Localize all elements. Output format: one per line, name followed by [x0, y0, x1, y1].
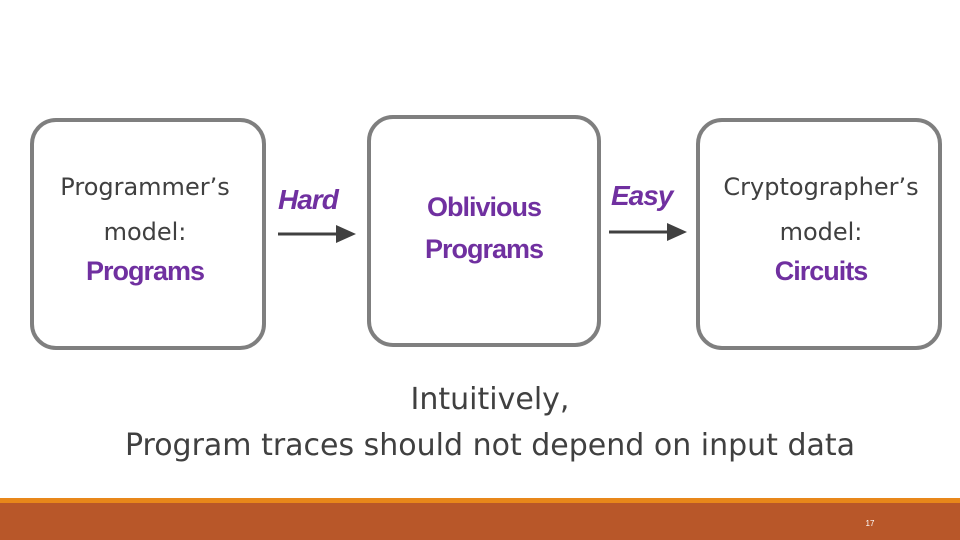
oblivious-label: Oblivious — [426, 192, 542, 222]
hard-label: Hard — [278, 184, 339, 215]
programmers-model-label-suffix: model: — [103, 218, 187, 246]
caption-main: Program traces should not depend on inpu… — [124, 428, 856, 463]
oblivious-programs-label: Programs — [424, 234, 544, 264]
oblivious-programs-box — [367, 115, 601, 347]
programmers-model-box — [30, 118, 266, 350]
programs-label: Programs — [85, 256, 205, 286]
page-number: 17 — [865, 519, 875, 528]
cryptographers-model-label: Cryptographer’s — [723, 173, 919, 201]
footer-accent-line — [0, 498, 960, 503]
circuits-label: Circuits — [774, 256, 869, 286]
easy-label: Easy — [611, 180, 673, 211]
arrow-right-icon — [609, 223, 687, 241]
cryptographers-model-label-suffix: model: — [779, 218, 863, 246]
programmers-model-label: Programmer’s — [60, 173, 230, 201]
arrow-right-icon — [278, 225, 356, 243]
footer-bar — [0, 503, 960, 540]
caption-intro: Intuitively, — [410, 382, 570, 417]
cryptographers-model-box — [696, 118, 942, 350]
